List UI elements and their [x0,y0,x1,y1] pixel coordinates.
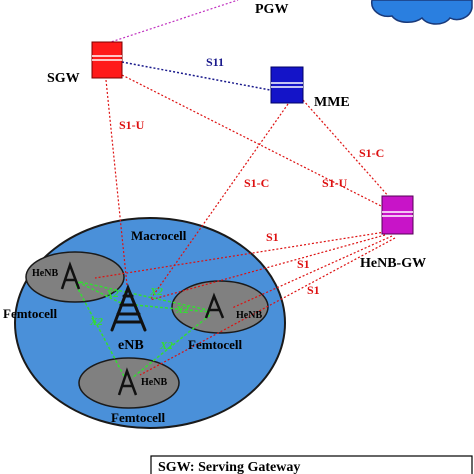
mme-node [270,66,304,104]
enb-label: eNB [118,338,144,353]
henb-gw-label: HeNB-GW [360,256,426,271]
henb-left-tower-icon [60,261,81,290]
s1c-upper-label: S1-C [359,146,384,160]
x2-henb-left-henb-bottom [75,284,126,379]
s1u-right-label: S1-U [322,176,348,190]
henb-right-label: HeNB [236,310,262,321]
henb-left-label: HeNB [32,268,58,279]
macrocell-label: Macrocell [131,228,187,243]
cloud-icon [371,0,473,25]
s11-link [121,61,271,91]
sgw-label: SGW [47,71,80,86]
links [94,0,396,376]
sgw-henbgw-link [121,74,386,209]
mme-label: MME [314,95,350,110]
x2-henb-right-henb-bottom [131,314,211,379]
x2-links [75,281,211,379]
mme-henbgw-link [302,99,391,199]
henb-bottom-tower-icon [117,367,138,396]
femtocell-bottom-area [78,357,180,409]
henb-right-tower-icon [204,292,225,319]
s11-link-label: S11 [206,55,224,69]
x2-enb-henb-right [134,304,211,313]
x2-label-e: X2 [159,340,173,352]
s1-label-c: S1 [307,283,320,297]
s1u-left-label: S1-U [119,118,145,132]
x2-label-b: X2 [149,286,163,298]
x2-henb-left-henb-right [79,281,209,311]
sgw-node [91,41,123,79]
s1c-lower-label: S1-C [244,176,269,190]
s1-label-a: S1 [266,230,279,244]
pgw-label: PGW [255,2,288,17]
x2-label-a: X2 [105,288,119,300]
henbgw-henb-bottom-link [139,237,396,376]
femtocell-right-area [171,280,269,334]
henbgw-henb-left-link [94,231,386,279]
sgw-pgw-link [107,0,239,44]
x2-label-d: X2 [175,304,189,316]
femtocell-left-label: Femtocell [3,306,58,321]
s1-label-b: S1 [297,257,310,271]
henb-bottom-label: HeNB [141,377,167,388]
legend-sgw-entry: SGW: Serving Gateway [158,460,300,474]
enb-tower-icon [110,283,147,332]
femtocell-bottom-label: Femtocell [111,410,166,425]
henb-gw-node [381,195,414,235]
henbgw-henb-right-link [231,235,393,309]
henbgw-enb-link [149,234,386,301]
x2-label-c: X2 [89,316,103,328]
legend-box: SGW: Serving Gateway [150,455,473,474]
femtocell-right-label: Femtocell [188,337,243,352]
x2-henb-left-enb [77,281,126,306]
